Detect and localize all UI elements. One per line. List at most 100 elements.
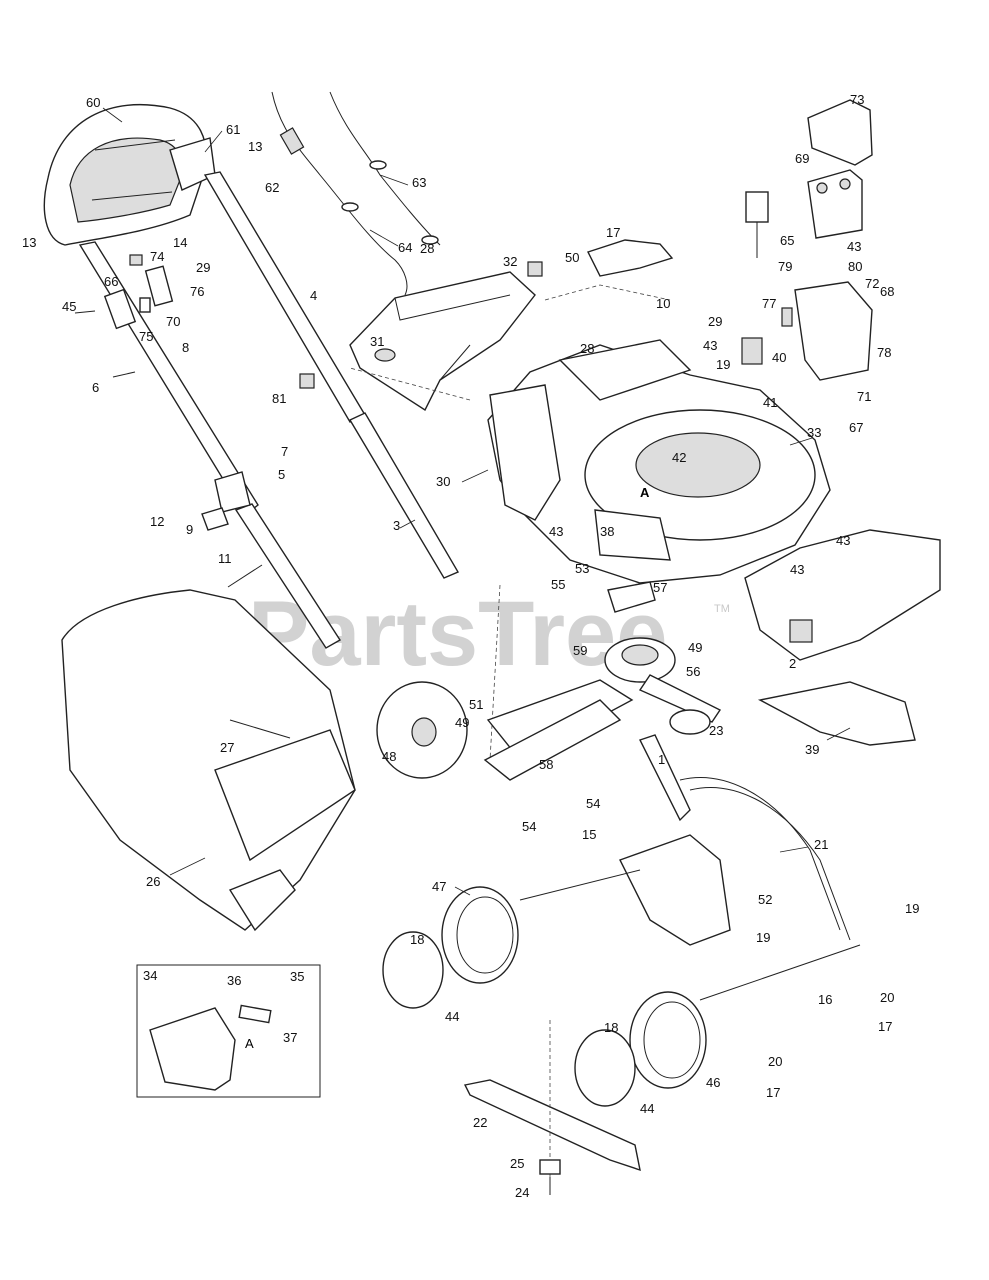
callout-43: 43 <box>847 239 861 254</box>
callout-43: 43 <box>703 338 717 353</box>
rear-wheel <box>376 681 468 779</box>
grass-bag <box>61 589 356 932</box>
callout-44: 44 <box>640 1101 654 1116</box>
callout-5: 5 <box>278 467 285 482</box>
callout-67: 67 <box>849 420 863 435</box>
callout-17: 17 <box>766 1085 780 1100</box>
callout-18: 18 <box>410 932 424 947</box>
inset-detail: A <box>136 964 321 1098</box>
callout-11: 11 <box>218 551 232 566</box>
watermark-trademark: TM <box>714 603 730 615</box>
callout-76: 76 <box>190 284 204 299</box>
callout-14: 14 <box>173 235 187 250</box>
callout-24: 24 <box>515 1185 529 1200</box>
callout-65: 65 <box>780 233 794 248</box>
callout-54: 54 <box>522 819 536 834</box>
leader-lines <box>102 107 851 896</box>
callout-8: 8 <box>182 340 189 355</box>
callout-6: 6 <box>92 380 99 395</box>
rear-cover <box>349 261 543 412</box>
callout-25: 25 <box>510 1156 524 1171</box>
callout-45: 45 <box>62 299 76 314</box>
callout-38: 38 <box>600 524 614 539</box>
callout-43: 43 <box>790 562 804 577</box>
callout-15: 15 <box>582 827 596 842</box>
callout-37: 37 <box>283 1030 297 1045</box>
callout-69: 69 <box>795 151 809 166</box>
callout-43: 43 <box>549 524 563 539</box>
callout-29: 29 <box>708 314 722 329</box>
callout-33: 33 <box>807 425 821 440</box>
callout-1: 1 <box>658 752 665 767</box>
callout-63: 63 <box>412 175 426 190</box>
callout-75: 75 <box>139 329 153 344</box>
callout-71: 71 <box>857 389 871 404</box>
callout-64: 64 <box>398 240 412 255</box>
deck-cover <box>587 239 674 277</box>
inset-ref-letter: A <box>245 1036 254 1051</box>
callout-59: 59 <box>573 643 587 658</box>
callout-79: 79 <box>778 259 792 274</box>
callout-49: 49 <box>455 715 469 730</box>
callout-21: 21 <box>814 837 828 852</box>
callout-20: 20 <box>880 990 894 1005</box>
callout-54: 54 <box>586 796 600 811</box>
callout-17: 17 <box>606 225 620 240</box>
callout-57: 57 <box>653 580 667 595</box>
callout-74: 74 <box>150 249 164 264</box>
callout-46: 46 <box>706 1075 720 1090</box>
upper-handle-assembly <box>43 104 216 246</box>
callout-19: 19 <box>716 357 730 372</box>
callout-51: 51 <box>469 697 483 712</box>
front-wheels <box>382 886 707 1107</box>
callout-56: 56 <box>686 664 700 679</box>
drive-parts <box>483 581 722 781</box>
callout-4: 4 <box>310 288 317 303</box>
callout-7: 7 <box>281 444 288 459</box>
callout-81: 81 <box>272 391 286 406</box>
callout-13: 13 <box>248 139 262 154</box>
callout-62: 62 <box>265 180 279 195</box>
rear-axle-assembly <box>519 734 861 1001</box>
callout-35: 35 <box>290 969 304 984</box>
callout-41: 41 <box>763 395 777 410</box>
callout-77: 77 <box>762 296 776 311</box>
handle-hardware <box>74 254 315 588</box>
callout-68: 68 <box>880 284 894 299</box>
callout-17: 17 <box>878 1019 892 1034</box>
callout-55: 55 <box>551 577 565 592</box>
callout-10: 10 <box>656 296 670 311</box>
callout-20: 20 <box>768 1054 782 1069</box>
callout-60: 60 <box>86 95 100 110</box>
discharge-door <box>744 529 941 746</box>
callout-43: 43 <box>836 533 850 548</box>
callout-29: 29 <box>196 260 210 275</box>
callout-58: 58 <box>539 757 553 772</box>
callout-80: 80 <box>848 259 862 274</box>
callout-9: 9 <box>186 522 193 537</box>
callout-44: 44 <box>445 1009 459 1024</box>
callout-28: 28 <box>580 341 594 356</box>
callout-70: 70 <box>166 314 180 329</box>
control-cables <box>271 91 441 296</box>
callout-53: 53 <box>575 561 589 576</box>
mower-deck <box>349 284 831 761</box>
callout-23: 23 <box>709 723 723 738</box>
callout-47: 47 <box>432 879 446 894</box>
callout-42: 42 <box>672 450 686 465</box>
deck-ref-letter: A <box>640 485 650 500</box>
callout-40: 40 <box>772 350 786 365</box>
callout-19: 19 <box>756 930 770 945</box>
callout-48: 48 <box>382 749 396 764</box>
callout-49: 49 <box>688 640 702 655</box>
blade-assembly <box>463 1020 641 1195</box>
callout-72: 72 <box>865 276 879 291</box>
callout-39: 39 <box>805 742 819 757</box>
callout-2: 2 <box>789 656 796 671</box>
callout-66: 66 <box>104 274 118 289</box>
callout-12: 12 <box>150 514 164 529</box>
callout-16: 16 <box>818 992 832 1007</box>
